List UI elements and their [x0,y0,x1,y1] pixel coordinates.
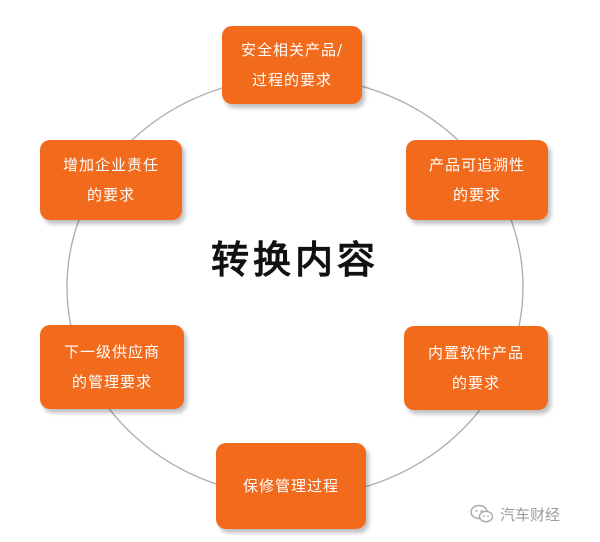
node-traceability: 产品可追溯性 的要求 [406,140,548,220]
node-line: 保修管理过程 [242,477,339,495]
node-line: 的要求 [451,374,500,392]
watermark-text: 汽车财经 [500,505,561,524]
center-title: 转换内容 [210,237,379,282]
node-line: 下一级供应商 [63,343,160,361]
watermark: 汽车财经 [470,502,590,526]
node-line: 的要求 [452,186,501,204]
node-line: 产品可追溯性 [428,156,525,174]
wechat-icon [470,504,494,523]
node-line: 安全相关产品/ [240,41,344,59]
node-line: 的管理要求 [71,373,152,391]
node-line: 的要求 [86,186,135,204]
node-line: 增加企业责任 [62,156,159,174]
node-line: 内置软件产品 [427,344,524,362]
node-safety-products: 安全相关产品/ 过程的要求 [222,26,362,104]
node-enterprise-responsibility: 增加企业责任 的要求 [40,140,182,220]
node-line: 过程的要求 [251,71,332,89]
node-embedded-software: 内置软件产品 的要求 [404,326,548,410]
node-warranty-process: 保修管理过程 [216,443,366,529]
node-supplier-management: 下一级供应商 的管理要求 [40,325,184,409]
